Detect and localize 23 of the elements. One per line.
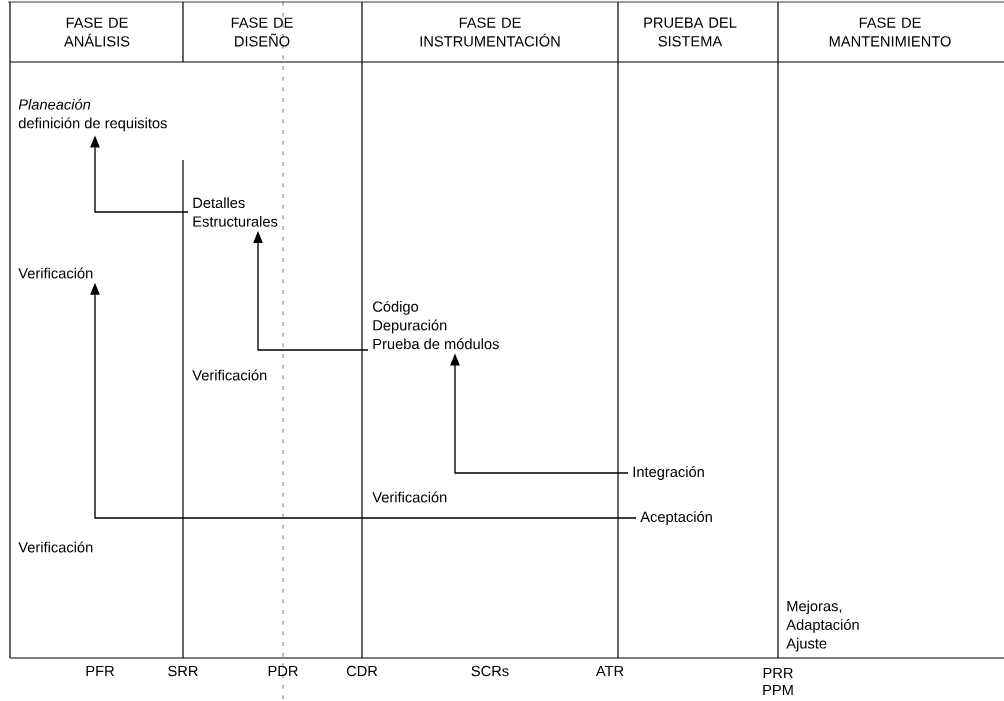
milestone-label: PDR bbox=[268, 665, 298, 677]
activity-text: Detalles Estructurales bbox=[193, 197, 278, 227]
activity-text: Código Depuración Prueba de módulos bbox=[373, 300, 499, 350]
milestone-label: SCRs bbox=[471, 665, 509, 677]
milestone-label: ATR bbox=[595, 665, 624, 677]
activity-text: Integración bbox=[633, 466, 704, 480]
column-header: FASE DE INSTRUMENTACIÓN bbox=[420, 17, 560, 47]
milestone-label: PRR bbox=[763, 668, 793, 679]
milestone-label: PFR bbox=[86, 665, 114, 677]
column-header: FASE DE ANÁLISIS bbox=[64, 17, 130, 47]
column-header: PRUEBA DEL SISTEMA bbox=[644, 17, 737, 47]
activity-text: Verificación bbox=[18, 541, 93, 553]
activity-text: Aceptación bbox=[640, 511, 712, 525]
milestone-label: CDR bbox=[346, 665, 378, 677]
activity-text: Planeación definición de requisitos bbox=[18, 98, 167, 132]
milestone-label: SRR bbox=[168, 665, 198, 677]
activity-text: Verificación bbox=[18, 267, 93, 279]
milestone-label: PPM bbox=[763, 684, 793, 696]
column-header: FASE DE DISEÑO bbox=[231, 17, 293, 47]
column-header: FASE DE MANTENIMIENTO bbox=[829, 17, 951, 47]
activity-text: Mejoras, Adaptación Ajuste bbox=[786, 600, 859, 652]
activity-text: Verificación bbox=[192, 369, 267, 381]
activity-text: Verificación bbox=[372, 491, 447, 503]
